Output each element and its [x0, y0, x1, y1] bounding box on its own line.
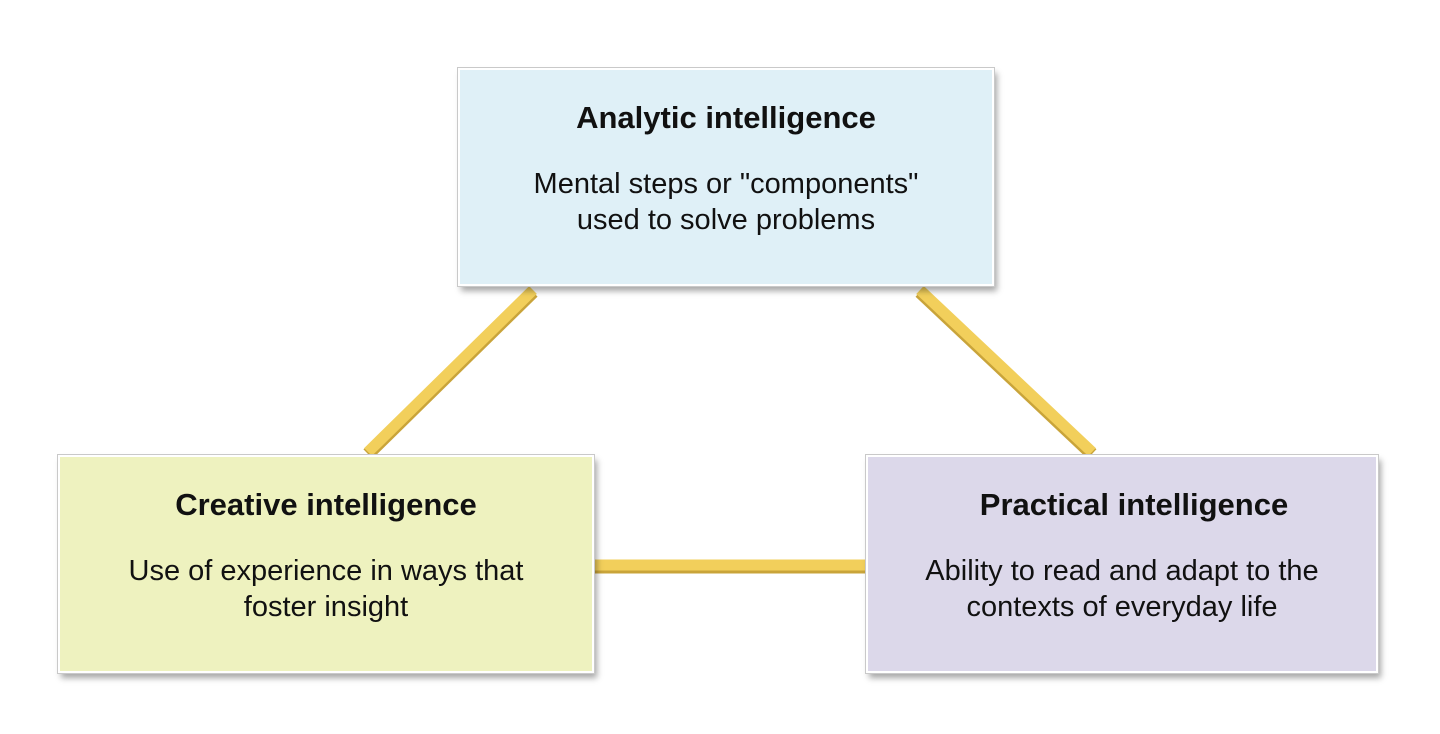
practical-intelligence-box: Practical intelligence Ability to read a… [866, 455, 1378, 673]
analytic-title: Analytic intelligence [576, 100, 876, 135]
connector-analytic-creative [364, 286, 537, 456]
practical-title: Practical intelligence [979, 487, 1289, 522]
creative-title: Creative intelligence [175, 487, 477, 522]
connector-analytic-practical [916, 285, 1096, 457]
analytic-intelligence-box: Analytic intelligence Mental steps or "c… [458, 68, 994, 286]
practical-description: Ability to read and adapt to the context… [925, 555, 1319, 623]
analytic-description: Mental steps or "components" used to sol… [533, 168, 919, 236]
creative-description: Use of experience in ways that foster in… [128, 555, 524, 623]
creative-intelligence-box: Creative intelligence Use of experience … [58, 455, 594, 673]
